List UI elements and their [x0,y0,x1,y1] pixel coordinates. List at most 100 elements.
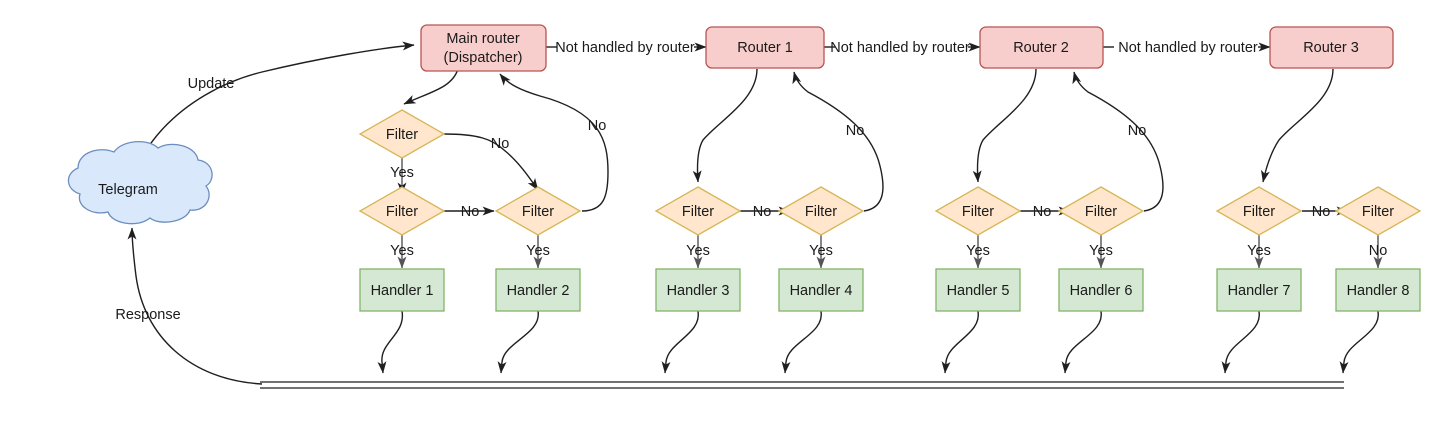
handler-node-handler-7[interactable]: Handler 7 [1216,268,1302,312]
handler-node-handler-4[interactable]: Handler 4 [778,268,864,312]
filter-6-label: Filter [1085,204,1117,220]
handler-3-label: Handler 3 [667,283,730,299]
edge-handler6-to-rail [1061,310,1102,374]
router-node-main-router[interactable]: Main router (Dispatcher) [420,24,547,72]
edge-label-not-handled-3: Not handled by router [1118,40,1258,56]
router-3-box [1269,26,1394,69]
filter-node-filter-5[interactable]: Filter [934,186,1022,236]
filter-node-filter-7[interactable]: Filter [1215,186,1303,236]
filter-8-label: Filter [1362,204,1394,220]
filter-node-filter-4[interactable]: Filter [777,186,865,236]
handler-node-handler-6[interactable]: Handler 6 [1058,268,1144,312]
filter-5-diamond [934,186,1022,236]
main-router-box [420,24,547,72]
router-2-box [979,26,1104,69]
router-1-box [705,26,825,69]
cloud-icon [67,141,213,225]
edge-filter6-no-to-router2 [1072,71,1164,212]
edge-label-update: Update [188,76,235,92]
edge-label-response: Response [115,307,180,323]
edge-label-not-handled-2: Not handled by router [830,40,970,56]
filter-node-filter-top-1[interactable]: Filter [358,109,446,159]
edge-handler2-to-rail [497,310,539,374]
filter-1-diamond [358,186,446,236]
edge-filter4-no-to-router1 [792,71,884,212]
edge-label-no-filter3: No [753,204,772,220]
filter-8-diamond [1334,186,1422,236]
handler-1-box [359,268,445,312]
router-1-label: Router 1 [737,40,793,56]
handler-5-label: Handler 5 [947,283,1010,299]
filter-6-diamond [1057,186,1145,236]
handler-node-handler-8[interactable]: Handler 8 [1335,268,1421,312]
router-node-router-3[interactable]: Router 3 [1269,26,1394,69]
handler-2-label: Handler 2 [507,283,570,299]
filter-4-label: Filter [805,204,837,220]
filter-2-diamond [494,186,582,236]
filter-2-label: Filter [522,204,554,220]
edge-label-yes-filter7: Yes [1247,243,1271,259]
edge-label-yes-filter1: Yes [390,243,414,259]
handler-7-box [1216,268,1302,312]
edge-label-yes-filter6: Yes [1089,243,1113,259]
filter-node-filter-8[interactable]: Filter [1334,186,1422,236]
handler-5-box [935,268,1021,312]
edge-handler5-to-rail [941,310,979,374]
handler-node-handler-1[interactable]: Handler 1 [359,268,445,312]
main-router-label-line1: Main router [446,31,520,47]
filter-top-1-diamond [358,109,446,159]
edge-router1-to-filter3 [692,68,758,183]
handler-7-label: Handler 7 [1228,283,1291,299]
edge-filter-top-no-to-filter2 [443,133,539,191]
filter-3-label: Filter [682,204,714,220]
handler-6-box [1058,268,1144,312]
edge-label-yes-filter2: Yes [526,243,550,259]
handler-8-box [1335,268,1421,312]
handler-1-label: Handler 1 [371,283,434,299]
handler-6-label: Handler 6 [1070,283,1133,299]
edge-handler8-to-rail [1339,310,1379,374]
filter-7-diamond [1215,186,1303,236]
router-3-label: Router 3 [1303,40,1359,56]
handler-node-handler-3[interactable]: Handler 3 [655,268,741,312]
edge-label-yes-filter4: Yes [809,243,833,259]
router-node-router-1[interactable]: Router 1 [705,26,825,69]
telegram-cloud-node[interactable]: Telegram [67,141,213,225]
router-node-router-2[interactable]: Router 2 [979,26,1104,69]
edge-response [127,227,263,385]
edge-filter2-no-to-mainrouter [499,73,609,212]
edge-label-not-handled-1: Not handled by router [555,40,695,56]
edge-label-no-filter2-return: No [588,118,607,134]
filter-node-filter-3[interactable]: Filter [654,186,742,236]
filter-top-1-label: Filter [386,127,418,143]
edge-label-no-filter5: No [1033,204,1052,220]
router-2-label: Router 2 [1013,40,1069,56]
edge-handler1-to-rail [377,310,404,374]
main-router-label-line2: (Dispatcher) [444,50,523,66]
edge-label-no-filter7: No [1312,204,1331,220]
edge-label-yes-filter-top: Yes [390,165,414,181]
filter-4-diamond [777,186,865,236]
edge-handler4-to-rail [781,310,822,374]
edge-label-yes-filter8: No [1369,243,1388,259]
filter-3-diamond [654,186,742,236]
edge-mainrouter-to-filter-top [403,68,459,105]
cloud-label: Telegram [98,182,158,198]
edge-router3-to-filter7 [1261,68,1334,183]
edge-router2-to-filter5 [972,68,1037,183]
handler-node-handler-2[interactable]: Handler 2 [495,268,581,312]
edge-handler7-to-rail [1221,310,1260,374]
filter-node-filter-6[interactable]: Filter [1057,186,1145,236]
handler-node-handler-5[interactable]: Handler 5 [935,268,1021,312]
handler-3-box [655,268,741,312]
handler-8-label: Handler 8 [1347,283,1410,299]
handler-4-label: Handler 4 [790,283,853,299]
filter-1-label: Filter [386,204,418,220]
filter-5-label: Filter [962,204,994,220]
filter-node-filter-1[interactable]: Filter [358,186,446,236]
handler-2-box [495,268,581,312]
edge-handler3-to-rail [661,310,699,374]
edge-label-no-filter6-return: No [1128,123,1147,139]
filter-node-filter-2[interactable]: Filter [494,186,582,236]
